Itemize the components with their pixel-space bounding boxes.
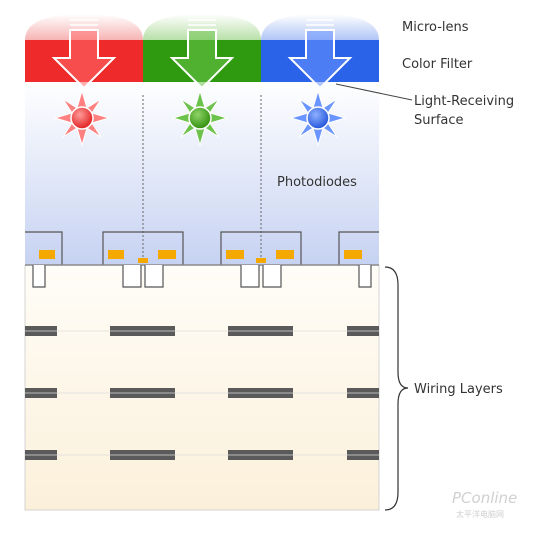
micro-lens-green bbox=[143, 14, 261, 40]
wiring-layers-brace bbox=[384, 266, 409, 511]
label-micro-lens: Micro-lens bbox=[402, 20, 469, 35]
photodiode-cells bbox=[25, 231, 379, 265]
light-arrows bbox=[51, 19, 353, 90]
micro-lens-red bbox=[25, 14, 143, 40]
light-arrow-blue bbox=[287, 19, 353, 90]
pixel-contacts bbox=[32, 265, 372, 288]
label-photodiodes: Photodiodes bbox=[277, 175, 357, 190]
wiring-region bbox=[24, 264, 380, 511]
photocell-green-blue bbox=[220, 231, 302, 265]
light-arrow-red bbox=[51, 19, 117, 90]
photocell-left-edge bbox=[25, 231, 63, 265]
label-light-receiving-2: Surface bbox=[414, 113, 464, 128]
sun-icon-red bbox=[53, 89, 111, 147]
photocell-red-green bbox=[102, 231, 184, 265]
light-receiving-leader bbox=[335, 83, 413, 101]
pixel-dividers bbox=[142, 95, 262, 258]
label-light-receiving-1: Light-Receiving bbox=[414, 94, 514, 109]
label-wiring-layers: Wiring Layers bbox=[414, 382, 503, 397]
photocell-right-edge bbox=[338, 231, 379, 265]
micro-lens-array bbox=[25, 14, 379, 40]
label-color-filter: Color Filter bbox=[402, 57, 473, 72]
watermark-brand: PConline bbox=[452, 489, 517, 507]
wiring-layer-lines bbox=[25, 330, 379, 456]
light-sparkles bbox=[53, 89, 347, 147]
sun-icon-green bbox=[171, 89, 229, 147]
micro-lens-blue bbox=[261, 14, 379, 40]
watermark-chinese: 太平洋电脑网 bbox=[456, 509, 504, 519]
sun-icon-blue bbox=[289, 89, 347, 147]
light-arrow-green bbox=[169, 19, 235, 90]
